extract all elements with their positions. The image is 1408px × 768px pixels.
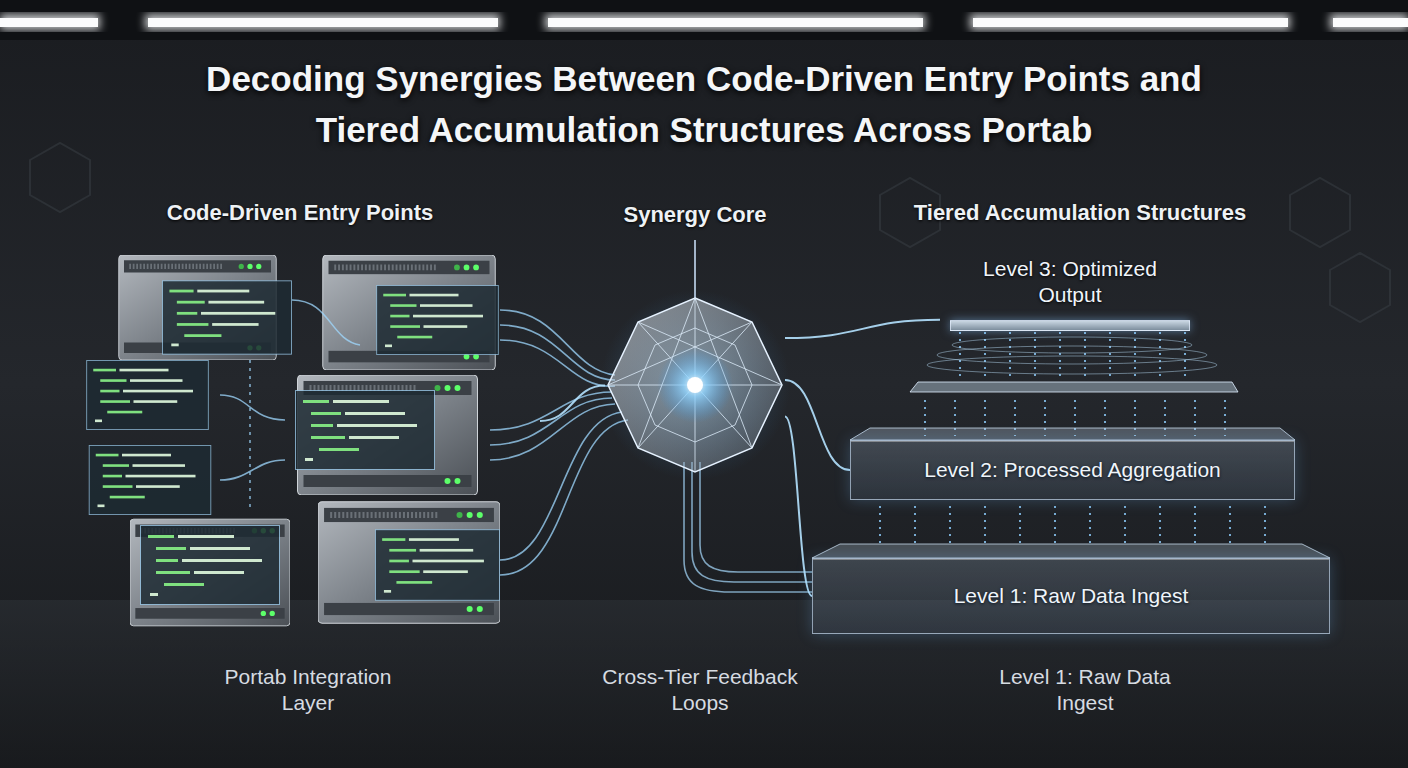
synergy-core: Synergy Core — [605, 198, 785, 478]
connector — [785, 416, 812, 596]
connector — [785, 320, 940, 338]
tier-label: Level 3: Optimized Output — [975, 256, 1165, 309]
column-caption: Level 1: Raw Data Ingest — [985, 664, 1185, 715]
tier-label: Level 2: Processed Aggregation — [924, 457, 1221, 483]
tier-plate: Level 3: Optimized Output — [940, 256, 1200, 331]
group-heading: Code-Driven Entry Points — [60, 200, 540, 226]
column-caption: Cross-Tier Feedback Loops — [600, 664, 800, 715]
tier-slab: Level 1: Raw Data Ingest — [812, 558, 1330, 634]
group-heading: Tiered Accumulation Structures — [800, 200, 1360, 226]
tier-slab: Level 2: Processed Aggregation — [850, 440, 1295, 500]
tier-stack: Tiered Accumulation StructuresLevel 3: O… — [800, 196, 1360, 646]
column-caption: Portab Integration Layer — [208, 664, 408, 715]
title-bar: Decoding Synergies Between Code-Driven E… — [0, 54, 1408, 156]
title: Decoding Synergies Between Code-Driven E… — [167, 54, 1242, 156]
tier-label: Level 1: Raw Data Ingest — [954, 583, 1189, 609]
entry-points-group: Code-Driven Entry Points — [60, 196, 540, 646]
group-heading: Synergy Core — [605, 202, 785, 228]
tier-plate-bar — [950, 320, 1190, 331]
connector — [540, 386, 605, 421]
